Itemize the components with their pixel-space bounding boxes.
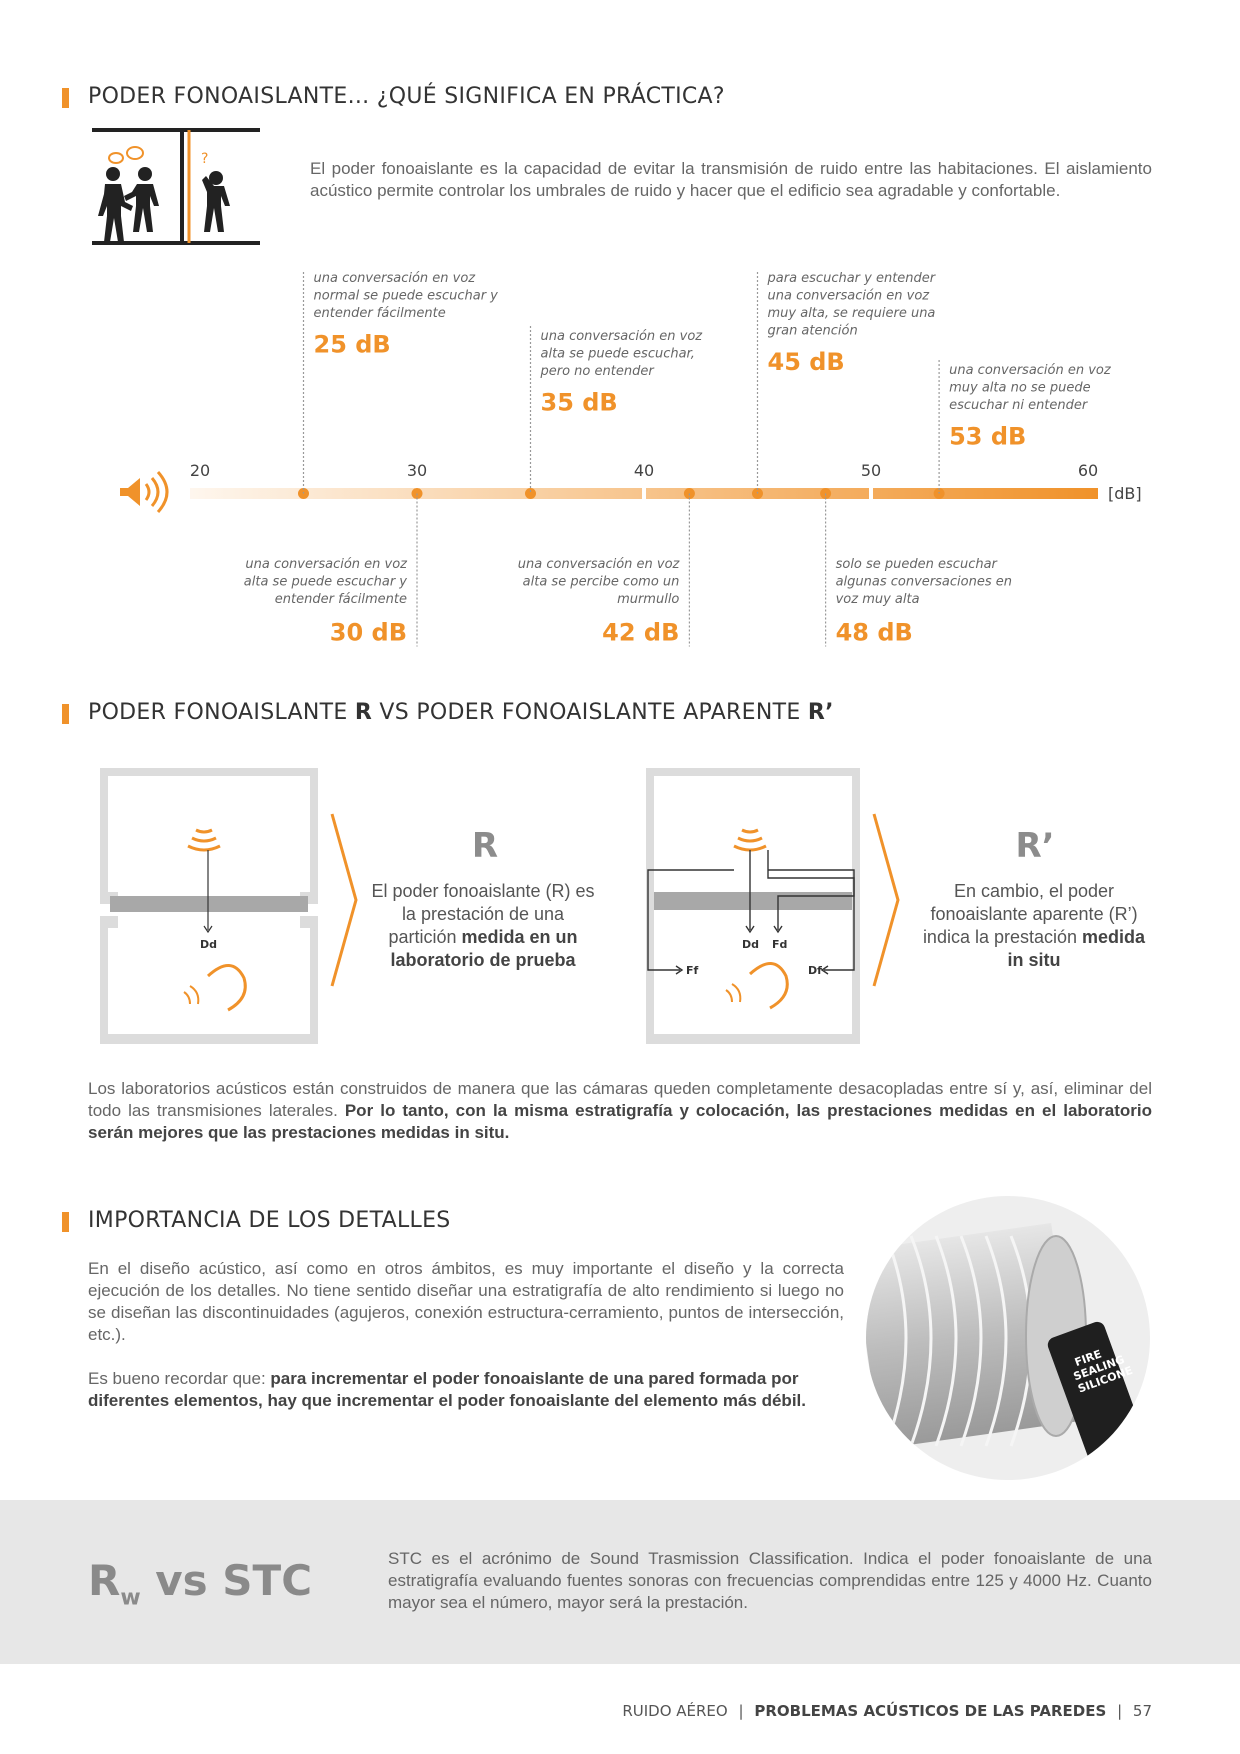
marker-description: una conversación en voz — [949, 363, 1112, 378]
marker-description: escuchar ni entender — [949, 398, 1089, 413]
in-situ-diagram: Dd Fd Ff Df — [646, 768, 860, 1044]
svg-text:Df: Df — [808, 964, 822, 977]
stc-band — [0, 1500, 1240, 1664]
scale-tick-label: 50 — [861, 461, 881, 480]
scale-tick-gap — [869, 488, 873, 499]
svg-text:Ff: Ff — [686, 964, 699, 977]
page-footer: RUIDO AÉREO | PROBLEMAS ACÚSTICOS DE LAS… — [622, 1702, 1152, 1720]
marker-description: normal se puede escuchar y — [314, 289, 499, 304]
scale-tick-label: 60 — [1078, 461, 1098, 480]
marker-description: alta se percibe como un — [523, 575, 680, 590]
scale-unit: [dB] — [1108, 484, 1142, 503]
marker-description: algunas conversaciones en — [836, 575, 1012, 590]
section-marker — [62, 704, 69, 724]
rw-vs-stc-title: Rw vs STC — [88, 1556, 313, 1611]
details-paragraph: En el diseño acústico, así como en otros… — [88, 1259, 844, 1344]
svg-text:Fd: Fd — [772, 938, 787, 951]
marker-value: 35 dB — [541, 389, 618, 417]
marker-description: gran atención — [768, 324, 858, 339]
r-description: El poder fonoaislante (R) es la prestaci… — [371, 881, 595, 970]
marker-description: pero no entender — [540, 364, 656, 379]
section-title: PODER FONOAISLANTE... ¿QUÉ SIGNIFICA EN … — [88, 84, 725, 109]
chevron-right-icon — [330, 813, 358, 987]
db-scale: 20 30 40 50 60 una conversación en voz normal… — [120, 270, 1142, 647]
svg-text:Dd: Dd — [742, 938, 759, 951]
marker-description: muy alta, se requiere una — [768, 306, 936, 321]
section-title-r-vs-r-prime: PODER FONOAISLANTE R VS PODER FONOAISLAN… — [88, 700, 834, 725]
marker-description: solo se pueden escuchar — [836, 557, 999, 572]
svg-text:?: ? — [201, 151, 208, 167]
marker-description: una conversación en voz — [541, 329, 704, 344]
marker-description: voz muy alta — [836, 592, 920, 607]
footer-section: PROBLEMAS ACÚSTICOS DE LAS PAREDES — [754, 1702, 1107, 1720]
section-marker — [62, 88, 69, 108]
section-marker — [62, 1212, 69, 1232]
marker-description: una conversación en voz — [314, 271, 477, 286]
svg-text:Dd: Dd — [200, 938, 217, 951]
marker-dot — [525, 488, 536, 499]
r-prime-symbol: R’ — [1015, 826, 1055, 866]
marker-description: para escuchar y entender — [767, 271, 937, 286]
speaker-icon — [120, 470, 169, 514]
marker-value: 48 dB — [836, 619, 913, 647]
details-reminder: Es bueno recordar que: para incrementar … — [88, 1369, 806, 1410]
intro-paragraph: El poder fonoaislante es la capacidad de… — [310, 159, 1152, 200]
marker-value: 25 dB — [314, 331, 391, 359]
scale-tick-label: 30 — [407, 461, 427, 480]
stc-description: STC es el acrónimo de Sound Trasmission … — [388, 1549, 1152, 1612]
marker-description: entender fácilmente — [314, 306, 446, 321]
people-talking-icon: ? — [92, 128, 260, 245]
r-symbol: R — [471, 826, 499, 866]
marker-description: murmullo — [617, 592, 679, 607]
section-title: IMPORTANCIA DE LOS DETALLES — [88, 1208, 451, 1233]
scale-tick-label: 40 — [634, 461, 654, 480]
marker-value: 53 dB — [949, 423, 1026, 451]
marker-description: una conversación en voz — [518, 557, 681, 572]
marker-value: 45 dB — [768, 348, 845, 376]
marker-value: 30 dB — [330, 619, 407, 647]
marker-value: 42 dB — [602, 619, 679, 647]
marker-description: entender fácilmente — [275, 592, 407, 607]
laboratory-note: Los laboratorios acústicos están constru… — [88, 1079, 1153, 1142]
laboratory-diagram: Dd — [100, 768, 318, 1044]
marker-description: alta se puede escuchar, — [541, 347, 695, 362]
marker-description: una conversación en voz — [768, 289, 931, 304]
marker-description: una conversación en voz — [245, 557, 408, 572]
page-number: 57 — [1132, 1702, 1152, 1720]
r-prime-description: En cambio, el poder fonoaislante aparent… — [922, 881, 1146, 970]
footer-chapter: RUIDO AÉREO — [622, 1702, 728, 1720]
marker-description: alta se puede escuchar y — [244, 575, 408, 590]
scale-tick-gap — [642, 488, 646, 499]
chevron-right-icon — [872, 813, 900, 987]
product-photo: FIRE SEALING SILICONE — [866, 1196, 1150, 1480]
marker-description: muy alta no se puede — [949, 381, 1090, 396]
scale-tick-label: 20 — [190, 461, 210, 480]
